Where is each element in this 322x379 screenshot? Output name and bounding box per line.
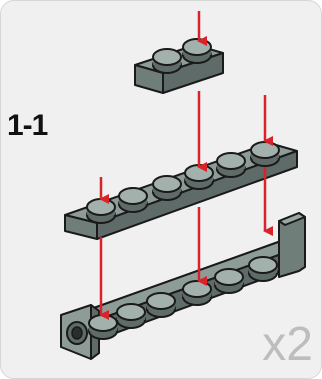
quantity-label: x2 [262,318,313,371]
middle-plate-studs [86,141,280,224]
step-number-label: 1-1 [7,109,48,142]
placement-arrows [99,11,273,320]
